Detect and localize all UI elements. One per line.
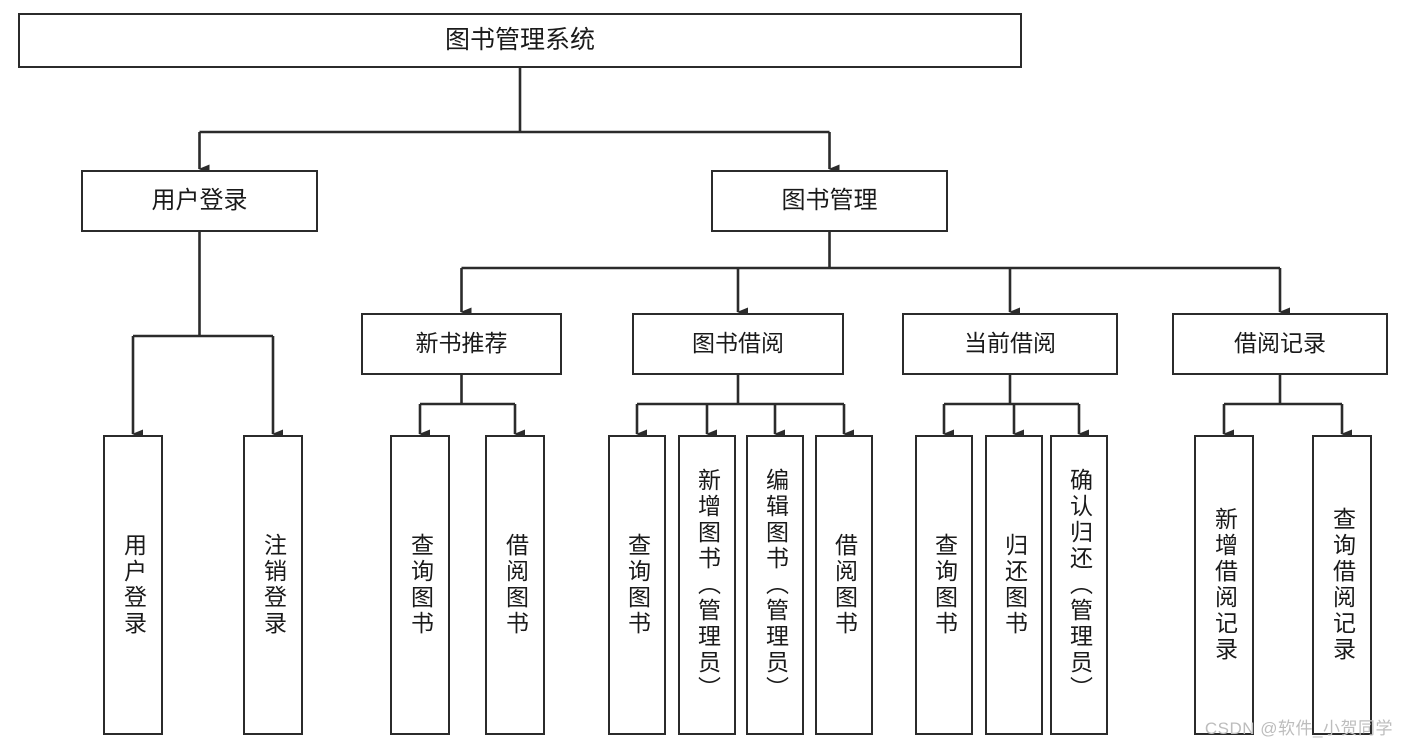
node-leaf-borrow-book-1[interactable]: 借阅图书 — [485, 435, 545, 735]
node-label: 编辑图书（管理员） — [762, 468, 789, 702]
node-label: 确认归还（管理员） — [1066, 468, 1093, 702]
node-label: 查询借阅记录 — [1329, 507, 1356, 663]
node-leaf-query-book-1[interactable]: 查询图书 — [390, 435, 450, 735]
node-root-system[interactable]: 图书管理系统 — [18, 13, 1022, 68]
node-label: 查询图书 — [931, 533, 958, 637]
node-label: 当前借阅 — [964, 330, 1056, 357]
node-leaf-logout[interactable]: 注销登录 — [243, 435, 303, 735]
node-label: 借阅图书 — [502, 533, 529, 637]
node-label: 借阅图书 — [831, 533, 858, 637]
node-label: 图书借阅 — [692, 330, 784, 357]
node-leaf-return-book[interactable]: 归还图书 — [985, 435, 1043, 735]
node-book-management[interactable]: 图书管理 — [711, 170, 948, 232]
node-leaf-add-book[interactable]: 新增图书（管理员） — [678, 435, 736, 735]
node-label: 归还图书 — [1001, 533, 1028, 637]
node-label: 查询图书 — [624, 533, 651, 637]
node-label: 注销登录 — [260, 533, 287, 637]
node-leaf-user-login[interactable]: 用户登录 — [103, 435, 163, 735]
node-label: 借阅记录 — [1234, 330, 1326, 357]
node-leaf-query-record[interactable]: 查询借阅记录 — [1312, 435, 1372, 735]
node-label: 查询图书 — [407, 533, 434, 637]
node-leaf-borrow-book-2[interactable]: 借阅图书 — [815, 435, 873, 735]
node-label: 图书管理系统 — [444, 25, 595, 54]
node-label: 新增借阅记录 — [1211, 507, 1238, 663]
node-new-book-recommend[interactable]: 新书推荐 — [361, 313, 562, 375]
connector-lines — [131, 68, 1352, 439]
node-label: 新增图书（管理员） — [694, 468, 721, 702]
node-user-login[interactable]: 用户登录 — [81, 170, 318, 232]
node-label: 用户登录 — [120, 533, 147, 637]
node-label: 图书管理 — [781, 186, 878, 214]
node-current-borrow[interactable]: 当前借阅 — [902, 313, 1118, 375]
node-leaf-query-book-2[interactable]: 查询图书 — [608, 435, 666, 735]
node-label: 新书推荐 — [415, 330, 508, 357]
node-borrow-record[interactable]: 借阅记录 — [1172, 313, 1388, 375]
watermark-text: CSDN @软件_小贺同学 — [1204, 719, 1393, 738]
node-leaf-edit-book[interactable]: 编辑图书（管理员） — [746, 435, 804, 735]
node-leaf-confirm-return[interactable]: 确认归还（管理员） — [1050, 435, 1108, 735]
node-label: 用户登录 — [151, 186, 248, 214]
node-book-borrow[interactable]: 图书借阅 — [632, 313, 844, 375]
node-leaf-add-record[interactable]: 新增借阅记录 — [1194, 435, 1254, 735]
node-leaf-query-book-3[interactable]: 查询图书 — [915, 435, 973, 735]
